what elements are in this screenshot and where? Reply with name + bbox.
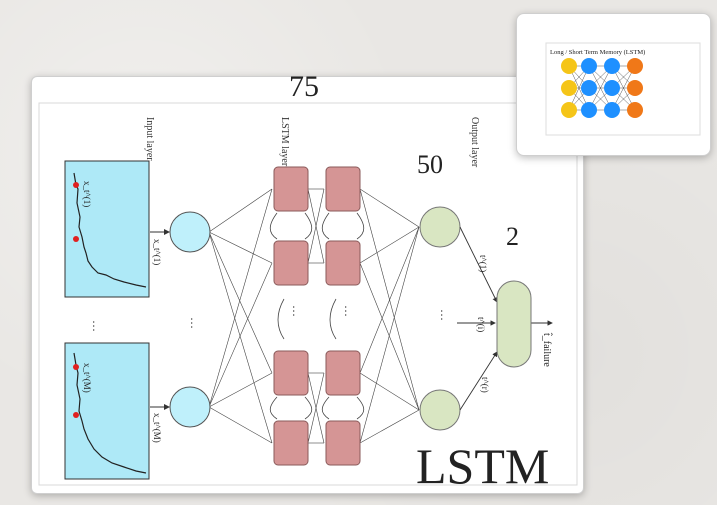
output-ti-label: t^(i)	[476, 317, 486, 332]
lstm-network-diagram: Input layer LSTM layer Output layer x_t^…	[38, 102, 578, 486]
lstm-cell	[325, 166, 361, 212]
series-point	[73, 182, 79, 188]
output-to-final-connections	[457, 226, 553, 411]
input-series-bottom: x_t^(M)	[64, 342, 150, 480]
label-75: 75	[289, 70, 319, 103]
output-t1-label: t^(1)	[478, 255, 488, 272]
input-arrow-bottom-label: x_t^(M)	[152, 413, 162, 443]
series-point	[73, 364, 79, 370]
lstm-cell	[273, 166, 309, 212]
output-tr-label: t^(r)	[480, 377, 490, 393]
diagram-card: Input layer LSTM layer Output layer x_t^…	[31, 76, 584, 494]
input-layer-label: Input layer	[144, 117, 155, 161]
series-point	[73, 412, 79, 418]
output-layer-label: Output layer	[469, 117, 480, 168]
input-series-top: x_t^(1)	[64, 160, 150, 298]
lstm-cell	[273, 240, 309, 286]
recurrent-loops	[269, 212, 365, 420]
lstm-cell	[273, 420, 309, 466]
output-node	[419, 389, 461, 431]
lstm-cell	[325, 240, 361, 286]
input-to-lstm-connections	[208, 188, 420, 444]
input-ellipsis: ···	[87, 320, 101, 332]
lstm-column-1	[273, 166, 309, 466]
lstm-cell	[273, 350, 309, 396]
label-50: 50	[417, 150, 443, 179]
lstm-thumbnail-card[interactable]: Long / Short Term Memory (LSTM)	[516, 13, 711, 156]
thumbnail-title: Long / Short Term Memory (LSTM)	[550, 49, 645, 56]
input-node	[169, 211, 211, 253]
input-arrow-top-label: x_t^(1)	[152, 239, 162, 265]
series-point	[73, 236, 79, 242]
figure-frame	[38, 102, 578, 486]
final-output-node	[496, 280, 532, 368]
final-output-label: t̂_failure	[541, 332, 553, 367]
thumbnail-nodes	[561, 58, 643, 118]
series-bottom-label: x_t^(M)	[82, 363, 92, 393]
lstm-column-2	[325, 166, 361, 466]
output-node-ellipsis: ···	[435, 309, 449, 321]
lstm-cell	[325, 350, 361, 396]
lstm-cell	[325, 420, 361, 466]
label-2: 2	[506, 222, 519, 251]
series-top-label: x_t^(1)	[82, 181, 92, 207]
label-lstm: LSTM	[416, 438, 550, 494]
lstm-layer-label: LSTM layer	[279, 117, 290, 167]
input-node-ellipsis: ···	[185, 317, 199, 329]
input-node	[169, 386, 211, 428]
lstm-thumbnail: Long / Short Term Memory (LSTM)	[545, 42, 701, 136]
lstm-ellipsis: ···	[339, 305, 353, 317]
lstm-ellipsis: ···	[287, 305, 301, 317]
output-node	[419, 206, 461, 248]
